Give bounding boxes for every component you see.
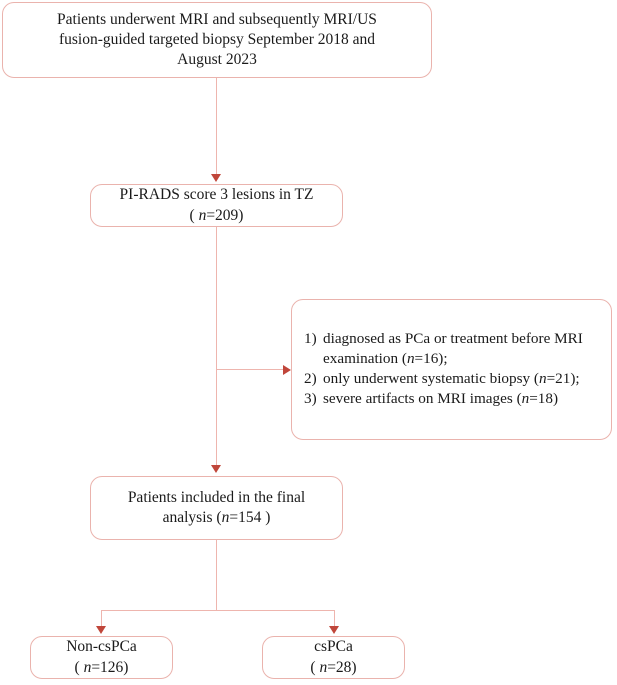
node-non-cspca: Non-csPCa ( n=126) [30,636,173,679]
exclusion-item-1-n: n [406,349,415,367]
connector-fork-horizontal [101,610,335,611]
arrowhead-pirads-to-final [211,465,221,473]
cspca-count-symbol: n [319,658,328,676]
node-enrollment: Patients underwent MRI and subsequently … [2,2,432,78]
connector-to-exclusions [216,369,284,370]
non-cspca-count-value: =126) [91,658,129,676]
node-pirads-text: PI-RADS score 3 lesions in TZ ( n=209) [99,185,334,225]
connector-fork-left-drop [101,610,102,628]
pirads-count-symbol: n [198,206,207,224]
exclusion-item-3-count: =18) [529,390,559,408]
node-cspca: csPCa ( n=28) [262,636,405,679]
cspca-label: csPCa [314,638,353,656]
node-cspca-text: csPCa ( n=28) [271,637,396,677]
exclusion-item-3-n: n [521,390,530,408]
enrollment-line-3: August 2023 [177,51,257,69]
non-cspca-label: Non-csPCa [66,638,137,656]
enrollment-line-1: Patients underwent MRI and subsequently … [57,10,377,28]
exclusion-item-2-n: n [538,370,547,387]
final-line-1: Patients included in the final [127,488,306,506]
cspca-count-value: =28) [327,658,357,676]
arrowhead-to-exclusions [283,365,291,375]
exclusion-item-1-marker: 1) [304,330,317,348]
final-line-2-before: analysis ( [162,509,222,526]
exclusion-item-3-marker: 3) [304,390,317,408]
connector-final-stem [216,540,217,611]
exclusion-item-2-text: only underwent systematic biopsy ( [323,370,539,387]
connector-enrollment-to-pirads [216,78,217,176]
exclusion-list: 1) diagnosed as PCa or treatment before … [304,329,601,409]
pirads-line-1: PI-RADS score 3 lesions in TZ [119,186,314,204]
cspca-count-prefix: ( [310,658,320,676]
exclusion-item-1-count: =16); [414,349,448,367]
node-pirads: PI-RADS score 3 lesions in TZ ( n=209) [90,184,343,227]
exclusion-item-2-count: =21); [546,370,580,387]
non-cspca-count-prefix: ( [74,658,84,676]
arrowhead-to-cspca [329,626,339,634]
node-final-analysis-text: Patients included in the final analysis … [99,488,334,528]
exclusion-item-2-marker: 2) [304,370,317,387]
node-exclusions: 1) diagnosed as PCa or treatment before … [291,299,612,440]
non-cspca-count-symbol: n [83,658,92,676]
connector-pirads-to-final [216,227,217,467]
pirads-count-value: =209) [206,206,244,224]
final-count-value: =154 ) [229,509,271,526]
exclusion-item-2: 2) only underwent systematic biopsy (n=2… [304,369,601,388]
exclusion-item-3: 3) severe artifacts on MRI images (n=18) [304,389,601,408]
enrollment-line-2: fusion-guided targeted biopsy September … [58,30,376,48]
arrowhead-enrollment-to-pirads [211,174,221,182]
exclusion-item-1: 1) diagnosed as PCa or treatment before … [304,329,601,368]
exclusion-item-3-text: severe artifacts on MRI images ( [323,390,522,408]
exclusion-item-1-text: diagnosed as PCa or treatment before MRI… [323,330,583,367]
arrowhead-to-non-cspca [96,626,106,634]
node-enrollment-text: Patients underwent MRI and subsequently … [11,10,423,70]
node-non-cspca-text: Non-csPCa ( n=126) [39,637,164,677]
connector-fork-right-drop [334,610,335,628]
node-final-analysis: Patients included in the final analysis … [90,476,343,540]
final-count-symbol: n [221,509,230,526]
pirads-count-prefix: ( [189,206,199,224]
